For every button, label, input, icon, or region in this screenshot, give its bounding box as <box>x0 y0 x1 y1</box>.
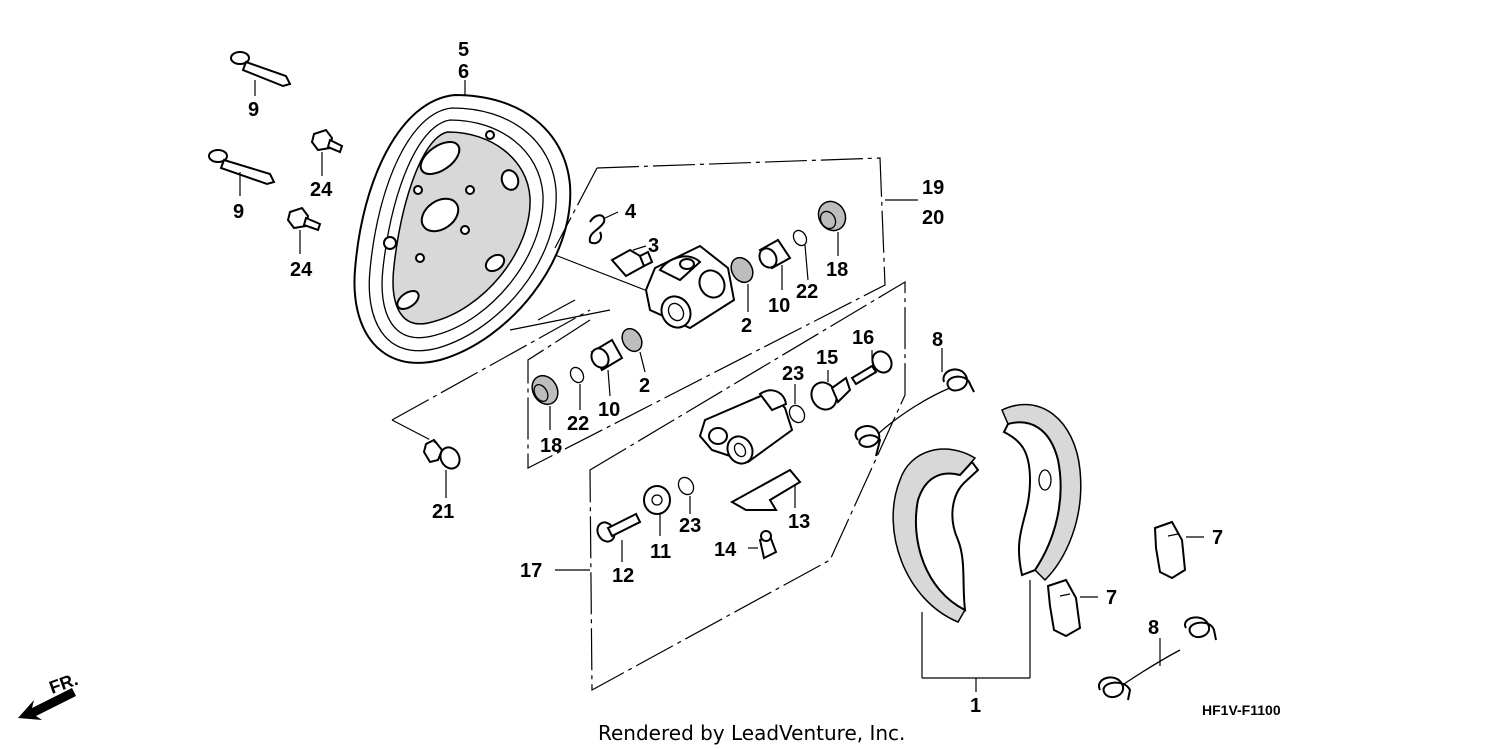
spring-8-lower[interactable] <box>1098 616 1217 701</box>
adjuster-screw-12[interactable] <box>594 512 642 562</box>
bolt-24-upper[interactable] <box>310 128 344 176</box>
bleeder-3[interactable] <box>610 245 654 278</box>
brake-panel[interactable] <box>353 80 572 364</box>
callout-18-upper: 18 <box>826 259 848 281</box>
callout-20: 20 <box>922 207 944 229</box>
callout-16: 16 <box>852 327 874 349</box>
washer-23-left[interactable] <box>675 475 696 514</box>
cap-18-lower[interactable] <box>527 371 563 430</box>
callout-18-lower: 18 <box>540 435 562 457</box>
callout-19: 19 <box>922 177 944 199</box>
callout-4: 4 <box>625 201 637 223</box>
callout-9-upper: 9 <box>248 99 259 121</box>
callout-10-lower: 10 <box>598 399 620 421</box>
callout-3: 3 <box>648 235 659 257</box>
piston-10-lower[interactable] <box>588 338 624 397</box>
bracket-13[interactable] <box>729 468 802 511</box>
grease-nipple-14[interactable] <box>748 530 778 560</box>
wheel-cylinder-upper[interactable] <box>644 244 736 333</box>
callout-23-left: 23 <box>679 515 701 537</box>
brake-shoe-right[interactable] <box>1001 403 1082 678</box>
adjuster-15[interactable] <box>807 370 852 414</box>
wheel-cylinder-lower[interactable] <box>698 389 794 468</box>
callout-17: 17 <box>520 560 542 582</box>
callout-21: 21 <box>432 501 454 523</box>
callout-15: 15 <box>816 347 838 369</box>
boot-2-lower[interactable] <box>618 325 646 373</box>
callout-22-lower: 22 <box>567 413 589 435</box>
bolt-9-upper[interactable] <box>230 51 292 96</box>
adjuster-bolt-16[interactable] <box>850 348 895 386</box>
callout-12: 12 <box>612 565 634 587</box>
svg-text:FR.: FR. <box>47 669 81 698</box>
callout-7-lower: 7 <box>1106 587 1117 609</box>
diagram-code: HF1V-F1100 <box>1202 702 1281 718</box>
callout-11: 11 <box>650 541 671 563</box>
callout-24-upper: 24 <box>310 179 333 201</box>
cup-22-upper[interactable] <box>791 228 809 281</box>
callout-13: 13 <box>788 511 810 533</box>
callout-1: 1 <box>970 695 981 717</box>
front-direction-arrow: FR. <box>18 669 81 720</box>
callout-24-lower: 24 <box>290 259 313 281</box>
callout-23-right: 23 <box>782 363 804 385</box>
callout-5: 5 <box>458 39 469 61</box>
callout-6: 6 <box>458 61 469 83</box>
bolt-21[interactable] <box>422 438 463 498</box>
bolt-9-lower[interactable] <box>208 149 276 196</box>
callout-8-upper: 8 <box>932 329 943 351</box>
callout-7-upper: 7 <box>1212 527 1223 549</box>
callout-2-lower: 2 <box>639 375 650 397</box>
cup-22-lower[interactable] <box>568 365 586 410</box>
shoe-clip-7-upper[interactable] <box>1153 520 1204 580</box>
callout-8-lower: 8 <box>1148 617 1159 639</box>
cap-18-upper[interactable] <box>813 197 851 256</box>
washer-23-right[interactable] <box>786 384 807 425</box>
boot-2-upper[interactable] <box>727 254 757 312</box>
callout-14: 14 <box>714 539 737 561</box>
callout-9-lower: 9 <box>233 201 244 223</box>
piston-10-upper[interactable] <box>756 238 792 290</box>
callout-10-upper: 10 <box>768 295 790 317</box>
bolt-24-lower[interactable] <box>286 206 322 254</box>
spring-8-upper[interactable] <box>854 348 975 457</box>
callout-2-upper: 2 <box>741 315 752 337</box>
render-credit: Rendered by LeadVenture, Inc. <box>598 721 905 745</box>
star-wheel-11[interactable] <box>643 485 671 536</box>
clip-4[interactable] <box>588 211 619 245</box>
shoe-clip-7-lower[interactable] <box>1046 578 1098 638</box>
brake-shoe-left[interactable] <box>892 448 980 678</box>
callout-22-upper: 22 <box>796 281 818 303</box>
